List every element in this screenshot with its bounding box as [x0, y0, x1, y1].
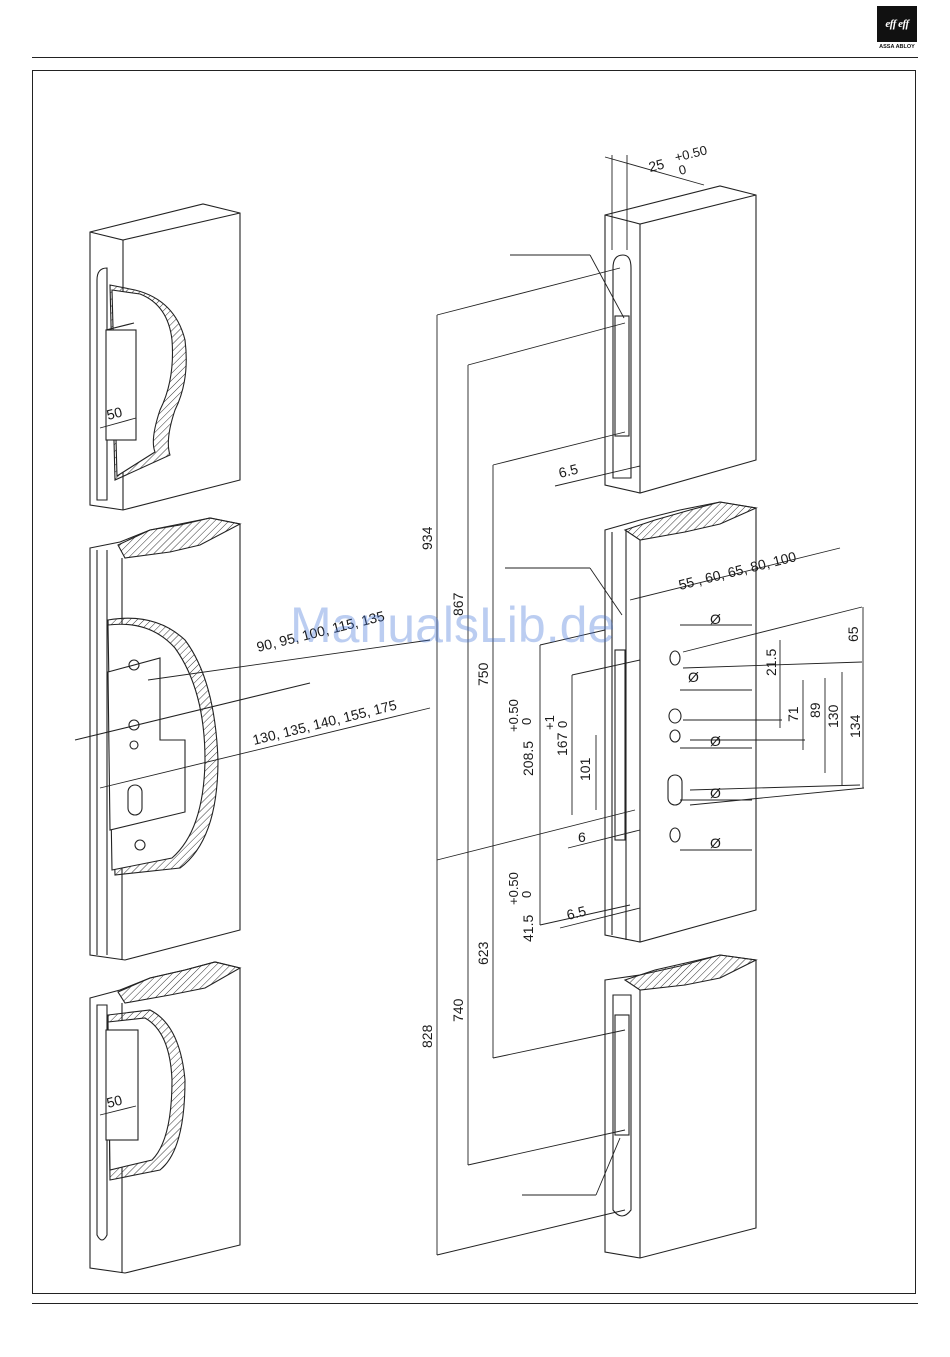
- dim-740: 740: [450, 998, 466, 1022]
- dim-623: 623: [475, 941, 491, 965]
- right-door-top: [605, 186, 756, 493]
- dim-left-series-b: 130, 135, 140, 155, 175: [251, 697, 399, 748]
- right-door-bottom: [605, 955, 756, 1258]
- dim-41-tol-zero: 0: [519, 891, 534, 898]
- dim-208-tol-plus: +0.50: [506, 699, 521, 732]
- dim-top-tol-zero: 0: [677, 162, 688, 178]
- dim-v134: 134: [847, 714, 863, 738]
- diameter-symbol-4: Ø: [710, 785, 721, 801]
- dim-41-tol-plus: +0.50: [506, 872, 521, 905]
- dim-208-tol-zero: 0: [519, 718, 534, 725]
- dim-v130: 130: [825, 704, 841, 728]
- diameter-symbol-2: Ø: [688, 669, 699, 685]
- left-door-top: [90, 204, 240, 510]
- dim-41: 41.5: [520, 915, 536, 942]
- dim-167-tol-zero: 0: [555, 721, 570, 728]
- dim-6: 6: [578, 829, 586, 845]
- left-door-bottom: [90, 962, 240, 1273]
- dim-top-25: 25: [647, 156, 666, 175]
- dim-v65: 65: [845, 626, 861, 642]
- diameter-symbol-5: Ø: [710, 835, 721, 851]
- dim-934: 934: [419, 526, 435, 550]
- dim-828: 828: [419, 1024, 435, 1048]
- dim-750: 750: [475, 662, 491, 686]
- dim-101: 101: [577, 757, 593, 781]
- dim-top-tol-plus: +0.50: [673, 142, 709, 165]
- dim-v21: 21.5: [763, 649, 779, 676]
- dim-v71: 71: [785, 706, 801, 722]
- watermark: ManualsLib.de: [290, 597, 615, 653]
- dim-v89: 89: [807, 702, 823, 718]
- diameter-symbol-1: Ø: [710, 611, 721, 627]
- diameter-symbol-3: Ø: [710, 733, 721, 749]
- dim-gap-lower: 6.5: [565, 903, 588, 923]
- dim-167: 167: [554, 732, 570, 756]
- dim-208: 208.5: [520, 741, 536, 776]
- dim-gap-upper: 6.5: [557, 461, 580, 481]
